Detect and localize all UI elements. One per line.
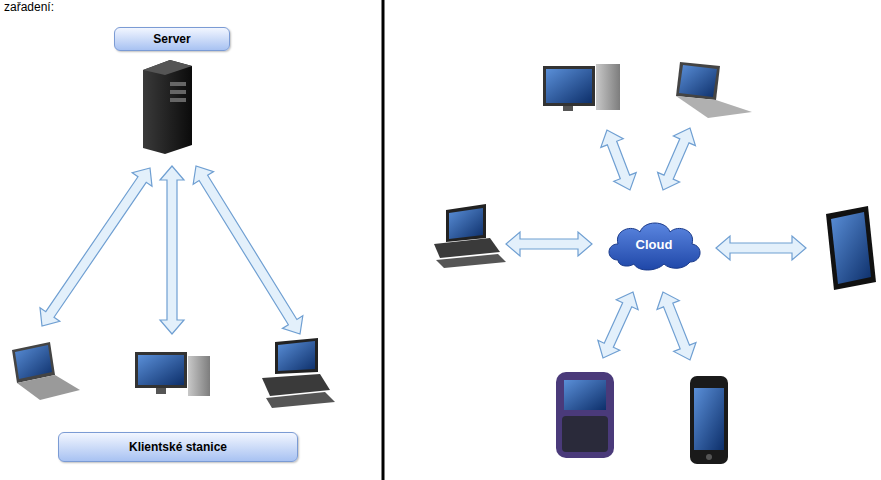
desktop-icon <box>543 64 620 111</box>
workstation-icon <box>262 338 335 408</box>
arrows <box>40 128 806 360</box>
desktop-icon <box>135 352 210 396</box>
laptop-icon <box>676 62 752 118</box>
double-arrow <box>657 292 696 360</box>
double-arrow <box>716 236 806 260</box>
double-arrow <box>40 168 152 326</box>
double-arrow <box>160 166 184 334</box>
server-icon <box>143 60 192 154</box>
node-text: Cloud <box>636 237 673 252</box>
double-arrow <box>193 166 303 334</box>
title-box: Klientské stanice <box>58 432 298 462</box>
double-arrow <box>506 232 592 256</box>
phone-icon <box>556 372 614 458</box>
double-arrow <box>601 130 636 190</box>
cloud-shape: Cloud <box>604 216 704 272</box>
node-text: Klientské stanice <box>129 440 227 454</box>
tablet-icon <box>826 206 876 290</box>
cut-text: zařadení: <box>4 0 54 14</box>
title-box: Server <box>114 27 230 51</box>
phone-icon <box>690 376 728 464</box>
double-arrow <box>598 292 638 358</box>
workstation-icon <box>434 204 506 268</box>
node-text: Server <box>153 32 190 46</box>
double-arrow <box>658 128 696 190</box>
laptop-icon <box>12 342 80 400</box>
divider-line <box>382 0 385 480</box>
